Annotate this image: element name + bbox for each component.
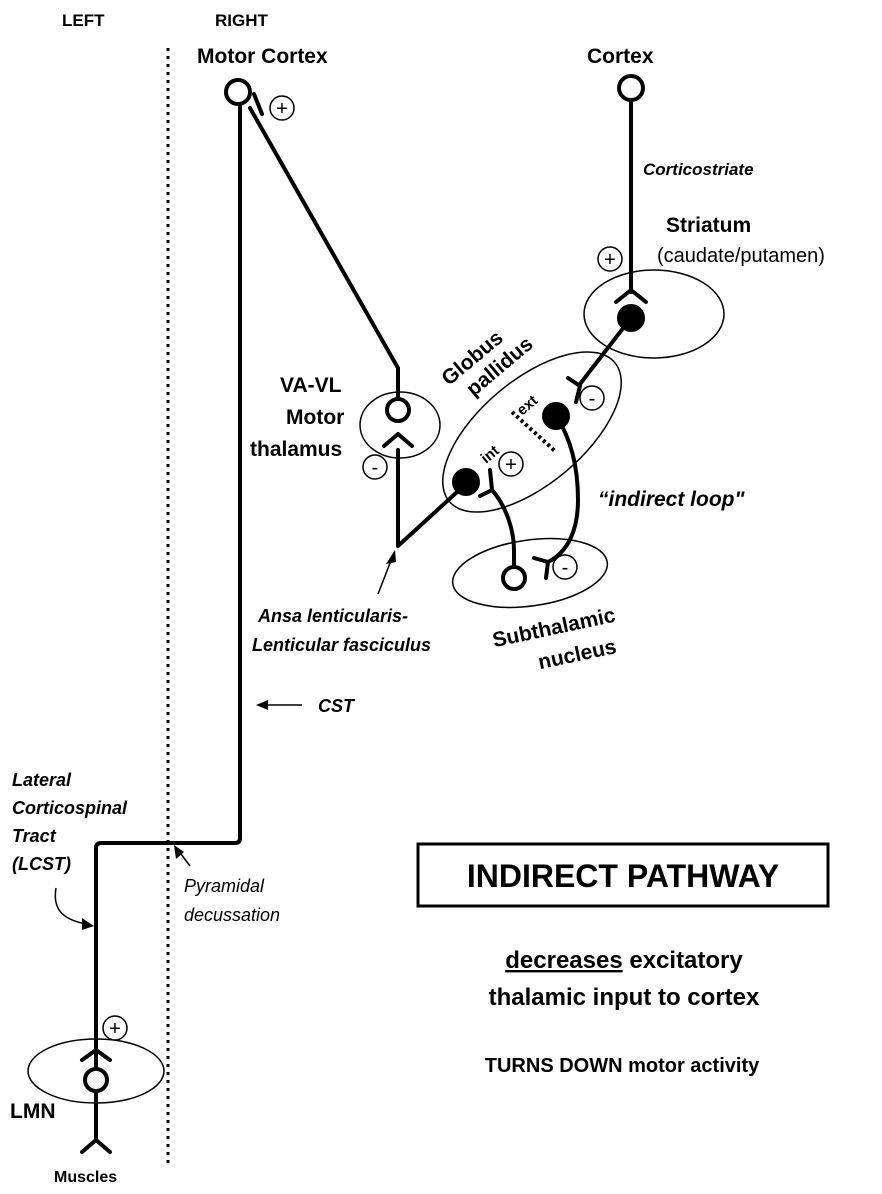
stn-minus-sign: -: [562, 557, 569, 579]
cortex-label: Cortex: [587, 45, 654, 68]
lmn-plus-sign-ring: [102, 1015, 128, 1041]
thalamus-label: thalamus: [250, 438, 342, 461]
summary-line2: thalamic input to cortex: [489, 984, 760, 1011]
thalamus-to-gpi-line: [396, 448, 470, 548]
cortex-neuron: [617, 74, 645, 102]
cst-label: CST: [318, 696, 356, 716]
ansa-label-line1: Ansa lenticularis-: [257, 606, 408, 626]
striatum-synapse-terminal: [614, 288, 648, 304]
corticospinal-tract-line: [94, 102, 242, 1074]
subthalamic-region: [451, 537, 609, 609]
left-side-label: LEFT: [62, 11, 105, 30]
cortex-plus-sign: +: [276, 98, 288, 120]
lmn-label: LMN: [10, 1100, 56, 1123]
caudate-putamen-label: (caudate/putamen): [657, 245, 825, 267]
lcst-arrowhead: [82, 918, 94, 930]
muscle-terminal: [80, 1138, 112, 1154]
cortex-self-synapse-terminal: [252, 92, 264, 116]
cst-arrowhead: [256, 700, 268, 710]
indirect-loop-label: “indirect loop": [598, 488, 746, 511]
ansa-arrow: [377, 557, 393, 595]
motor-cortex-neuron: [224, 78, 252, 106]
gp-divider: [510, 410, 558, 454]
gpe-minus-sign: -: [589, 388, 596, 410]
gpe-neuron: [542, 402, 570, 430]
ansa-arrowhead: [386, 550, 396, 564]
nucleus-label: nucleus: [536, 635, 618, 674]
pathway-title-box: [416, 842, 830, 908]
striatum-label: Striatum: [666, 214, 751, 237]
lcst-label-line2: Corticospinal: [12, 798, 128, 818]
pyramidal-arrowhead: [174, 845, 184, 859]
gpi-plus-sign: +: [505, 454, 517, 476]
thalamus-synapse-terminal: [382, 432, 414, 448]
stn-synapse-terminal: [532, 556, 550, 580]
gpe-to-stn-line: [546, 414, 580, 564]
pathway-title: INDIRECT PATHWAY: [467, 858, 779, 894]
striatum-plus-sign-ring: [597, 246, 623, 272]
cortex-plus-sign-ring: [269, 95, 295, 121]
gpi-plus-sign-ring: [498, 451, 524, 477]
va-vl-label: VA-VL: [280, 374, 342, 397]
thalamus-minus-sign: -: [372, 457, 379, 479]
gpe-minus-sign-ring: [579, 385, 605, 411]
lcst-label-line3: Tract: [12, 826, 57, 846]
summary-underlined-word: decreases: [505, 947, 622, 974]
stn-to-gpi-line: [490, 488, 516, 578]
thalamus-neuron: [385, 397, 411, 423]
right-side-label: RIGHT: [215, 11, 269, 30]
striatum-region: [583, 269, 725, 359]
thalamus-minus-sign-ring: [362, 454, 388, 480]
striatum-plus-sign: +: [604, 249, 616, 271]
lcst-label-line4: (LCST): [12, 854, 71, 874]
summary-line1-rest: excitatory: [623, 947, 744, 974]
gpi-neuron: [452, 468, 480, 496]
ansa-label-line2: Lenticular fasciculus: [252, 635, 431, 655]
stn-neuron: [501, 565, 527, 591]
striatum-neuron: [617, 304, 645, 332]
gpe-synapse-terminal: [566, 376, 582, 404]
decussation-label: decussation: [184, 905, 280, 925]
cortex-to-thalamus-line: [248, 106, 400, 400]
summary-line1: decreases excitatory: [505, 947, 743, 974]
lcst-label-line1: Lateral: [12, 770, 72, 790]
motor-cortex-label: Motor Cortex: [197, 45, 328, 68]
muscles-label: Muscles: [54, 1169, 117, 1186]
summary-line3: TURNS DOWN motor activity: [485, 1055, 760, 1077]
stn-minus-sign-ring: [552, 554, 578, 580]
lmn-neuron: [83, 1067, 109, 1093]
gpi-synapse-terminal: [478, 468, 494, 498]
lcst-arrow: [54, 887, 87, 925]
lmn-plus-sign: +: [109, 1018, 121, 1040]
pyramidal-label: Pyramidal: [184, 876, 265, 896]
corticostriate-label: Corticostriate: [643, 160, 754, 179]
motor-label: Motor: [286, 406, 344, 429]
lmn-synapse-terminal: [80, 1048, 112, 1062]
